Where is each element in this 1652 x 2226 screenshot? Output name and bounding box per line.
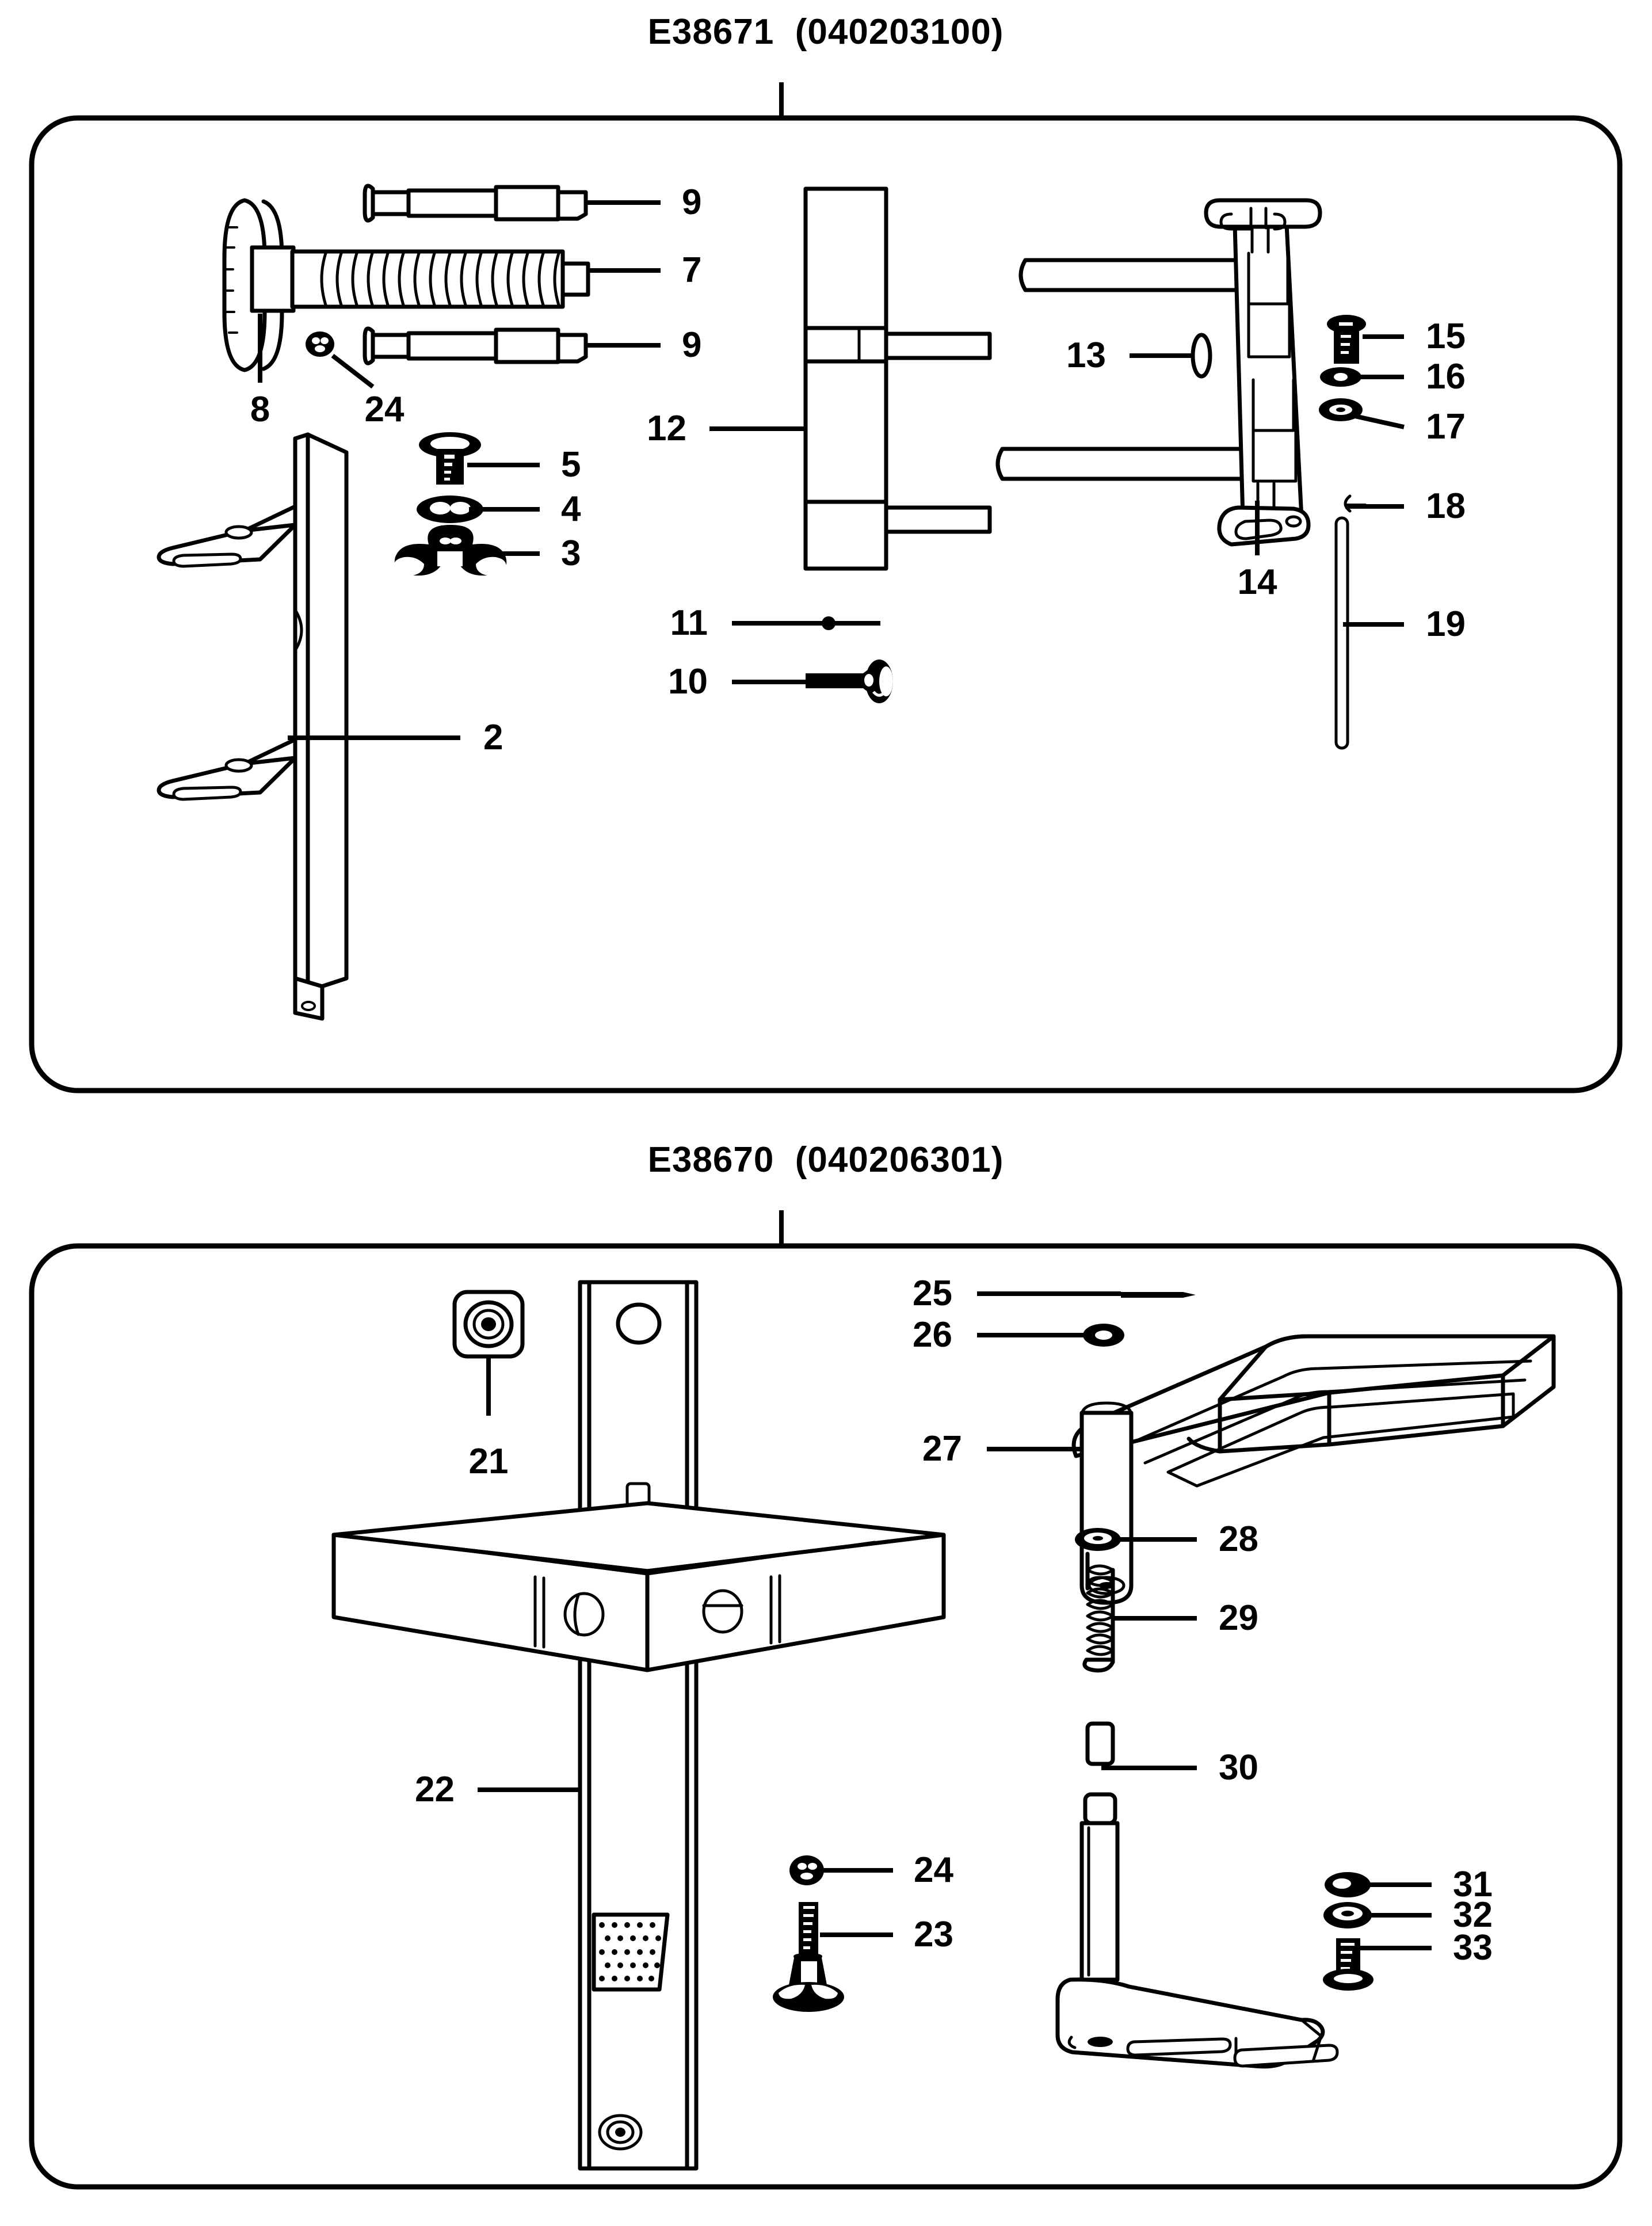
leader-lines-top <box>258 200 1405 740</box>
callout-29: 29 <box>1219 1598 1258 1638</box>
callout-24-bottom: 24 <box>914 1850 953 1890</box>
part-2-fence-rail <box>157 432 349 1021</box>
part-26-washer <box>1083 1324 1124 1347</box>
part-33-screw <box>1323 1938 1374 1991</box>
panel-bottom-frame <box>29 1210 1623 2190</box>
callout-26: 26 <box>913 1315 952 1355</box>
callout-15: 15 <box>1426 317 1466 356</box>
callout-23: 23 <box>914 1915 953 1954</box>
part-14-support-bracket <box>995 198 1322 547</box>
callout-11: 11 <box>670 603 708 643</box>
callout-3: 3 <box>561 533 581 573</box>
part-23-thumb-screw <box>773 1902 844 2012</box>
callout-24-top: 24 <box>364 390 405 429</box>
part-21-cap-plug <box>452 1290 525 1359</box>
callout-31: 31 <box>1453 1865 1493 1904</box>
part-8-knob <box>222 198 296 372</box>
column-table-bracket <box>331 1501 946 1672</box>
callout-19: 19 <box>1426 604 1466 644</box>
part-32-lock-washer <box>1323 1902 1372 1928</box>
callout-10: 10 <box>668 662 708 702</box>
part-18-cotter-pin <box>1344 494 1366 513</box>
part-7-threaded-screw <box>290 249 590 309</box>
callout-2: 2 <box>483 718 503 757</box>
callout-7: 7 <box>682 250 702 290</box>
part-16-washer <box>1320 367 1361 387</box>
callout-25: 25 <box>913 1274 952 1313</box>
callout-21: 21 <box>468 1442 509 1481</box>
callout-17: 17 <box>1426 407 1466 447</box>
part-17-lock-washer <box>1319 398 1363 421</box>
part-12-slide-block <box>803 186 992 571</box>
part-3-wing-nut <box>394 525 507 576</box>
callout-9-lower: 9 <box>682 325 702 365</box>
part-30-lever-shaft-handle <box>1055 1721 1339 2069</box>
callout-32: 32 <box>1453 1895 1493 1935</box>
panel-top-title: E38671 (040203100) <box>647 12 1004 52</box>
part-11-pin <box>822 616 880 630</box>
part-28-washer <box>1075 1528 1121 1551</box>
callout-18: 18 <box>1426 486 1466 526</box>
callout-8: 8 <box>250 390 270 429</box>
part-22-column-post <box>578 1280 699 2171</box>
callout-30: 30 <box>1219 1748 1258 1787</box>
leader-lines-bottom <box>478 1291 1432 1950</box>
part-13-spacer-disc <box>1191 333 1212 379</box>
part-31-washer <box>1325 1872 1371 1897</box>
part-15-pan-head-screw <box>1327 315 1366 364</box>
part-10-knurled-screw <box>806 660 893 703</box>
callout-9-upper: 9 <box>682 182 702 222</box>
part-5-carriage-bolt <box>419 432 481 485</box>
part-29-coil-spring <box>1082 1552 1115 1673</box>
callout-33: 33 <box>1453 1928 1493 1968</box>
part-25-rod-pin <box>1121 1292 1196 1298</box>
panel-top-frame <box>29 82 1623 1093</box>
callout-12: 12 <box>647 409 686 448</box>
part-9-bolt-lower <box>363 326 588 365</box>
callout-4: 4 <box>561 489 581 529</box>
callout-14: 14 <box>1237 562 1277 602</box>
part-24-nut-top <box>306 331 334 357</box>
part-24-nut-bottom <box>789 1855 824 1885</box>
part-27-clamp-arm <box>1071 1334 1556 1605</box>
callout-27: 27 <box>922 1429 962 1469</box>
callout-22: 22 <box>415 1770 455 1809</box>
callout-28: 28 <box>1219 1519 1258 1559</box>
callout-13: 13 <box>1066 336 1106 375</box>
callout-16: 16 <box>1426 357 1466 397</box>
panel-bottom-title: E38670 (040206301) <box>647 1140 1004 1180</box>
callout-5: 5 <box>561 445 581 485</box>
part-4-washer <box>417 495 483 523</box>
part-9-bolt-upper <box>363 184 588 223</box>
part-19-long-rod <box>1334 516 1349 750</box>
